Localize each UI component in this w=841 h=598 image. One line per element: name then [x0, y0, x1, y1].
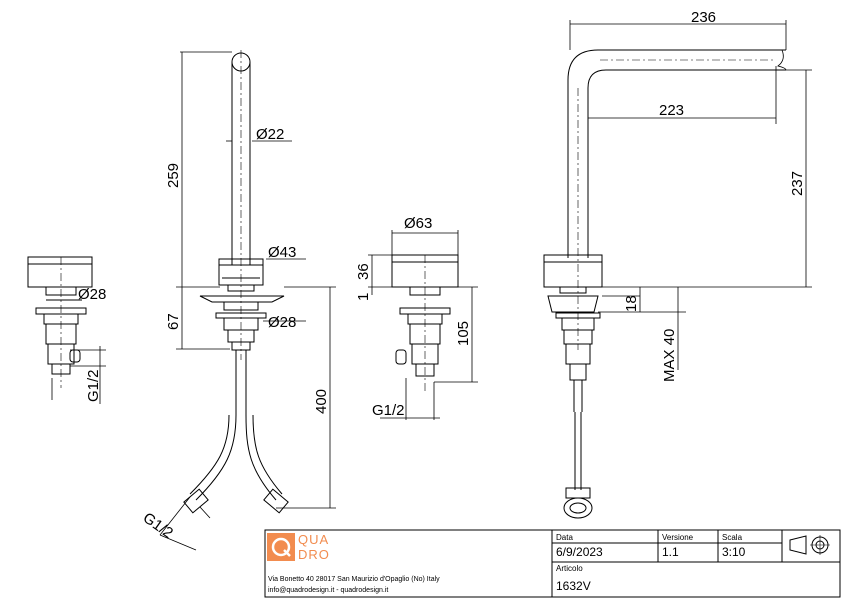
scala-label: Scala: [722, 533, 743, 542]
dim-g12-mid: G1/2: [372, 402, 405, 419]
dim-d22: Ø22: [256, 126, 284, 143]
dim-d28-center: Ø28: [268, 314, 296, 331]
dim-h400: 400: [313, 389, 330, 414]
articolo-value: 1632V: [556, 579, 591, 593]
quadro-logo-icon: [267, 533, 295, 561]
dim-d43: Ø43: [268, 244, 296, 261]
dim-h259: 259: [165, 163, 182, 188]
data-label: Data: [556, 533, 573, 542]
logo-text-line2: DRO: [298, 547, 330, 562]
dim-d63: Ø63: [404, 215, 432, 232]
scala-value: 3:10: [722, 545, 746, 559]
dim-d28-left: Ø28: [78, 286, 106, 303]
dim-g12-left: G1/2: [85, 369, 102, 402]
logo-text-line1: QUA: [298, 532, 329, 547]
dim-g12-hose: G1/2: [140, 509, 176, 542]
versione-label: Versione: [662, 533, 694, 542]
dim-h18: 18: [623, 295, 640, 312]
dim-w236: 236: [691, 9, 716, 26]
dim-h67: 67: [165, 313, 182, 330]
dim-h237: 237: [789, 171, 806, 196]
articolo-label: Articolo: [556, 564, 583, 573]
right-spout-view: [543, 20, 812, 519]
middle-handle-view: [368, 230, 478, 420]
company-contact: info@quadrodesign.it - quadrodesign.it: [268, 587, 388, 594]
dim-h105: 105: [455, 321, 472, 346]
company-address: Via Bonetto 40 28017 San Maurizio d'Opag…: [268, 576, 440, 583]
third-angle-projection-icon: [789, 535, 830, 555]
versione-value: 1.1: [662, 545, 679, 559]
center-spout-view: [159, 50, 336, 551]
dim-h36: 36: [355, 263, 372, 280]
title-block: [264, 529, 841, 598]
dim-h1: 1: [355, 293, 372, 301]
data-value: 6/9/2023: [556, 545, 603, 559]
dim-max40: MAX 40: [661, 329, 678, 382]
dim-w223: 223: [659, 102, 684, 119]
left-handle-view: [27, 256, 106, 404]
